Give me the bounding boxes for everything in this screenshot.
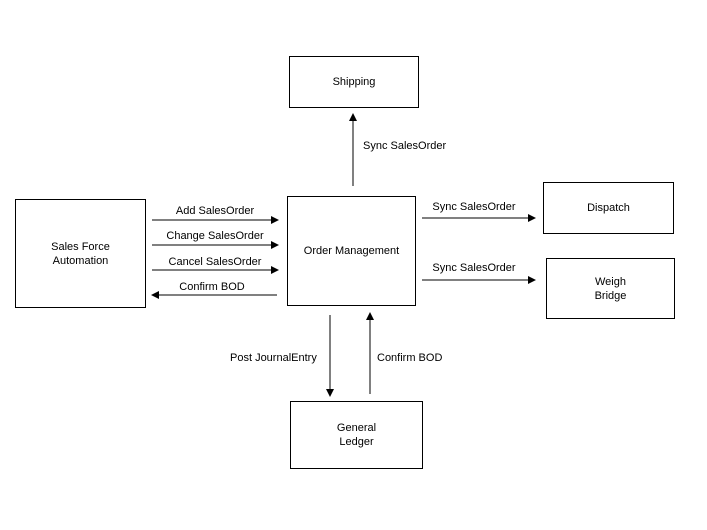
node-dispatch: Dispatch <box>543 182 674 234</box>
node-order-management: Order Management <box>287 196 416 306</box>
node-general-ledger-label-line2: Ledger <box>339 436 374 448</box>
node-sfa-label-line2: Automation <box>52 254 109 267</box>
node-sales-force-automation: Sales Force Automation <box>15 199 146 308</box>
arrow-om-to-dispatch <box>422 214 536 222</box>
label-add-salesorder: Add SalesOrder <box>175 205 255 217</box>
label-om-to-shipping: Sync SalesOrder <box>363 140 447 152</box>
arrow-om-to-weigh-bridge <box>422 276 536 284</box>
node-weigh-bridge-label-line1: Weigh <box>595 275 626 288</box>
node-general-ledger: General Ledger <box>290 401 423 469</box>
arrow-cancel-salesorder <box>152 266 279 274</box>
arrow-ledger-confirm-to-om <box>366 312 374 394</box>
node-sfa-label-line1: Sales Force <box>51 240 110 253</box>
node-shipping: Shipping <box>289 56 419 108</box>
label-om-to-ledger: Post JournalEntry <box>230 352 317 364</box>
node-shipping-label: Shipping <box>332 76 376 88</box>
arrow-om-to-shipping <box>349 113 357 186</box>
node-weigh-bridge-label-line2: Bridge <box>594 289 627 302</box>
label-om-to-dispatch: Sync SalesOrder <box>432 201 516 213</box>
arrow-confirm-bod-to-sfa <box>151 291 277 299</box>
arrow-add-salesorder <box>152 216 279 224</box>
label-om-to-weigh-bridge: Sync SalesOrder <box>432 262 516 274</box>
label-cancel-salesorder: Cancel SalesOrder <box>168 256 262 268</box>
node-dispatch-label: Dispatch <box>587 202 630 214</box>
node-weigh-bridge: Weigh Bridge <box>546 258 675 319</box>
node-general-ledger-label-line1: General <box>336 422 377 434</box>
label-change-salesorder: Change SalesOrder <box>166 230 264 242</box>
label-ledger-confirm-to-om: Confirm BOD <box>377 352 443 364</box>
node-order-management-label: Order Management <box>303 245 400 257</box>
arrow-change-salesorder <box>152 241 279 249</box>
label-confirm-bod-to-sfa: Confirm BOD <box>179 281 245 293</box>
arrow-om-to-ledger <box>326 315 334 397</box>
